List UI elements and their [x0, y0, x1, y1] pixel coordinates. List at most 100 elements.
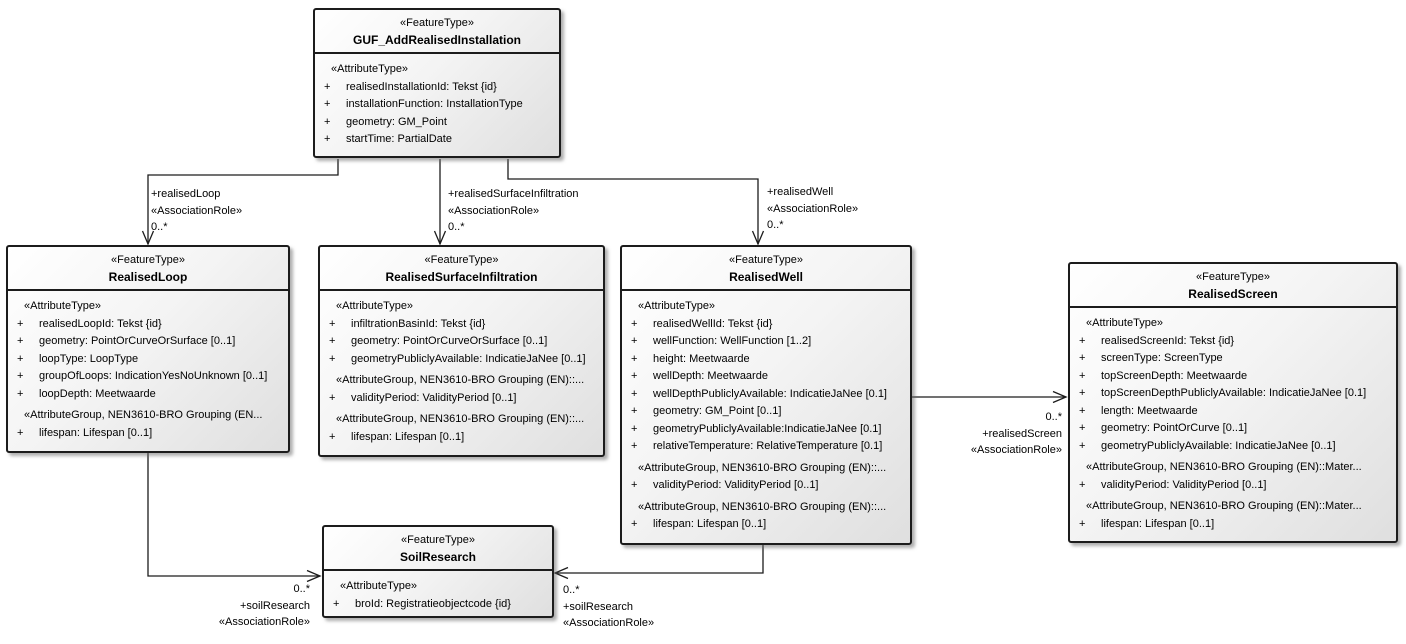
class-title: «FeatureType»SoilResearch	[324, 527, 552, 571]
visibility-marker: +	[631, 518, 638, 530]
class-title: «FeatureType» RealisedScreen	[1070, 264, 1396, 308]
association-multiplicity-label: 0..*	[1045, 411, 1062, 423]
attribute-row: + lifespan: Lifespan [0..1]	[326, 429, 601, 447]
visibility-marker: +	[324, 115, 331, 128]
attribute-row: + geometry: PointOrCurveOrSurface [0..1]	[14, 333, 286, 351]
class-name: RealisedWell	[729, 270, 803, 284]
association-multiplicity-label: 0..*	[563, 584, 580, 596]
attribute-text: length: Meetwaarde	[1101, 404, 1198, 417]
attribute-text: infiltrationBasinId: Tekst {id}	[351, 317, 486, 330]
uml-class-soil-research: «FeatureType»SoilResearch «AttributeType»…	[322, 525, 554, 618]
attribute-group-header: «AttributeGroup, NEN3610-BRO Grouping (E…	[1086, 461, 1362, 473]
attribute-text: relativeTemperature: RelativeTemperature…	[653, 440, 883, 452]
class-title: «FeatureType»GUF_AddRealisedInstallation	[315, 10, 559, 54]
attribute-text: realisedScreenId: Tekst {id}	[1101, 334, 1235, 347]
association-multiplicity-label: 0..*	[448, 221, 465, 233]
attribute-group-header: «AttributeType»	[336, 300, 414, 312]
class-attributes: «AttributeType»+realisedScreenId: Tekst …	[1070, 308, 1396, 537]
visibility-marker: +	[631, 370, 638, 382]
association-multiplicity-label: 0..*	[151, 221, 168, 233]
association-role-label: +realisedSurfaceInfiltration	[448, 188, 579, 200]
class-name: RealisedLoop	[108, 270, 188, 284]
uml-class-realised-surface-infiltration: «FeatureType»RealisedSurfaceInfiltration…	[318, 245, 605, 457]
attribute-text: lifespan: Lifespan [0..1]	[39, 426, 153, 439]
attribute-text: geometryPubliclyAvailable: IndicatieJaNe…	[1101, 439, 1336, 452]
visibility-marker: +	[1079, 404, 1086, 417]
association-line-soil-research-assoc-right	[555, 545, 764, 574]
visibility-marker: +	[631, 335, 638, 347]
association-role-label: +soilResearch	[563, 600, 634, 613]
attribute-row: + lifespan: Lifespan [0..1]	[628, 516, 908, 534]
association-stereotype-label: «AssociationRole»	[767, 202, 859, 215]
visibility-marker: +	[333, 597, 340, 610]
uml-class-guf-addrealisedinstallation: «FeatureType»GUF_AddRealisedInstallation…	[313, 8, 561, 158]
class-title: «FeatureType»RealisedSurfaceInfiltration	[320, 247, 603, 291]
visibility-marker: +	[1079, 422, 1086, 434]
attribute-row: + geometry: GM_Point [0..1]	[628, 403, 908, 421]
association-stereotype-label: «AssociationRole»	[151, 204, 243, 217]
attribute-text: lifespan: Lifespan [0..1]	[1101, 517, 1215, 530]
class-stereotype: «FeatureType»	[1196, 271, 1270, 283]
attribute-text: lifespan: Lifespan [0..1]	[351, 430, 465, 443]
visibility-marker: +	[17, 426, 24, 439]
visibility-marker: +	[329, 352, 336, 365]
association-open-arrowhead-realised-well-assoc	[751, 230, 765, 246]
uml-class-realised-well: «FeatureType»RealisedWell«AttributeType»…	[620, 245, 912, 545]
visibility-marker: +	[324, 80, 331, 93]
attribute-text: groupOfLoops: IndicationYesNoUnknown [0.…	[39, 370, 268, 382]
attribute-row: +loopDepth: Meetwaarde	[14, 386, 286, 404]
attribute-text: installationFunction: InstallationType	[346, 98, 523, 110]
attribute-text: height: Meetwaarde	[653, 352, 750, 365]
attribute-row: + wellDepth: Meetwaarde	[628, 368, 908, 386]
attribute-row: +realisedWellId: Tekst {id}	[628, 316, 908, 334]
attribute-group-header: «AttributeGroup, NEN3610-BRO Grouping (E…	[638, 500, 887, 513]
class-attributes: «AttributeType»+realisedWellId: Tekst {i…	[622, 291, 910, 538]
visibility-marker: +	[17, 317, 24, 330]
attribute-row: +installationFunction: InstallationType	[321, 96, 557, 114]
visibility-marker: +	[1079, 478, 1086, 491]
attribute-text: realisedInstallationId: Tekst {id}	[346, 80, 497, 93]
attribute-text: lifespan: Lifespan [0..1]	[653, 518, 767, 530]
attribute-row: +height: Meetwaarde	[628, 351, 908, 369]
attribute-text: geometry: PointOrCurveOrSurface [0..1]	[39, 335, 236, 347]
association-stereotype-label: «AssociationRole»	[970, 444, 1062, 456]
attribute-row: +geometry: PointOrCurveOrSurface [0..1]	[326, 333, 601, 351]
attribute-group-header: «AttributeType»	[24, 300, 102, 312]
attribute-row: +screenType: ScreenType	[1076, 350, 1394, 368]
attribute-row: + lifespan: Lifespan [0..1]	[14, 425, 286, 443]
attribute-text: geometry: GM_Point [0..1]	[653, 405, 782, 417]
visibility-marker: +	[329, 430, 336, 443]
visibility-marker: +	[329, 391, 336, 404]
class-stereotype: «FeatureType»	[111, 254, 185, 266]
attribute-text: loopDepth: Meetwaarde	[39, 387, 156, 400]
attribute-row: + validityPeriod: ValidityPeriod [0..1]	[326, 390, 601, 408]
attribute-text: geometryPubliclyAvailable: IndicatieJaNe…	[351, 352, 586, 365]
class-name: RealisedScreen	[1188, 287, 1278, 301]
attribute-text: geometry: GM_Point	[346, 115, 447, 128]
visibility-marker: +	[1079, 517, 1086, 530]
attribute-text: wellDepth: Meetwaarde	[653, 370, 768, 382]
attribute-group-header: «AttributeType»	[340, 580, 418, 592]
attribute-group-header: «AttributeGroup, NEN3610-BRO Grouping (E…	[24, 409, 263, 421]
class-stereotype: «FeatureType»	[401, 534, 475, 546]
attribute-row: +realisedScreenId: Tekst {id}	[1076, 333, 1394, 351]
attribute-row: + lifespan: Lifespan [0..1]	[1076, 516, 1394, 534]
attribute-row: +groupOfLoops: IndicationYesNoUnknown [0…	[14, 368, 286, 386]
attribute-row: + realisedInstallationId: Tekst {id}	[321, 79, 557, 97]
attribute-text: validityPeriod: ValidityPeriod [0..1]	[1101, 478, 1267, 491]
class-attributes: «AttributeType»+realisedInstallationId: …	[315, 54, 559, 153]
attribute-text: validityPeriod: ValidityPeriod [0..1]	[351, 391, 517, 404]
attribute-text: screenType: ScreenType	[1101, 352, 1223, 364]
visibility-marker: +	[1079, 369, 1086, 382]
attribute-row: + geometry: GM_Point	[321, 114, 557, 132]
attribute-row: +topScreenDepthPubliclyAvailable: Indica…	[1076, 385, 1394, 403]
attribute-row: +realisedLoopId: Tekst {id}	[14, 316, 286, 334]
attribute-row: +loopType: LoopType	[14, 351, 286, 369]
visibility-marker: +	[631, 405, 638, 417]
visibility-marker: +	[17, 335, 24, 347]
association-open-arrowhead-realised-surface-infiltration-assoc	[433, 230, 447, 246]
visibility-marker: +	[631, 387, 638, 400]
association-stereotype-label: «AssociationRole»	[448, 204, 540, 217]
attribute-text: validityPeriod: ValidityPeriod [0..1]	[653, 479, 819, 491]
visibility-marker: +	[1079, 387, 1086, 399]
